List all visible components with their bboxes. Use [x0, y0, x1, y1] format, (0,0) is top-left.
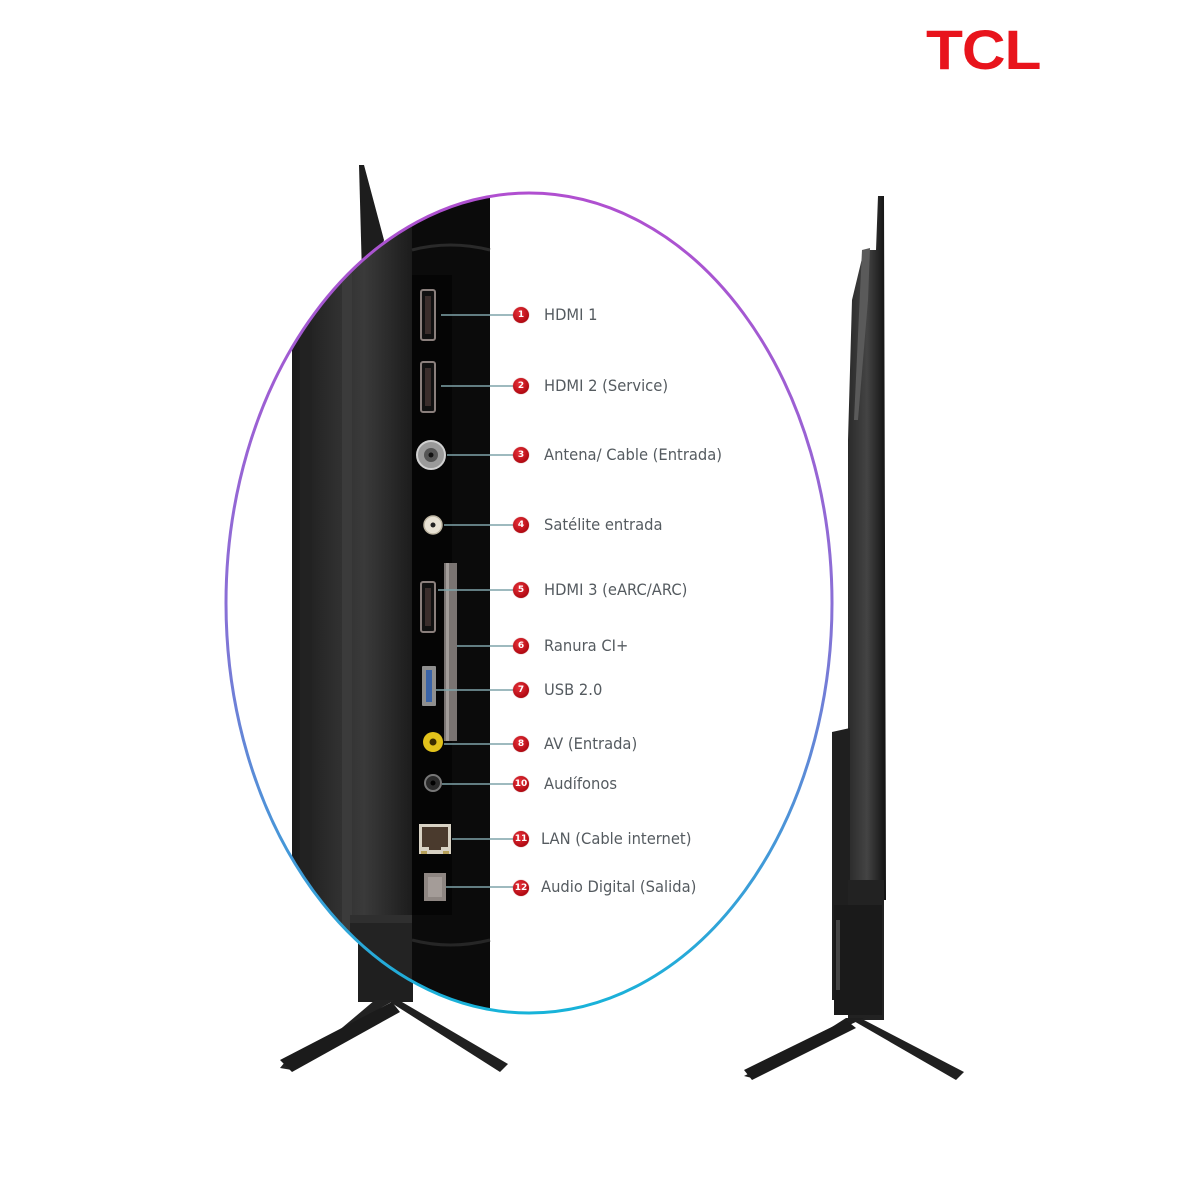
- port-label: USB 2.0: [544, 680, 603, 699]
- port-number-badge: 7: [513, 682, 529, 698]
- right-tv-profile: [744, 196, 964, 1080]
- port-label: LAN (Cable internet): [541, 829, 692, 848]
- ci-slot-icon: [444, 563, 457, 741]
- port-number-badge: 12: [513, 880, 529, 896]
- port-number-badge: 1: [513, 307, 529, 323]
- tcl-logo: TCL: [926, 18, 1041, 81]
- closeup-port-panel: [292, 193, 491, 1013]
- port-label: Audio Digital (Salida): [541, 877, 697, 896]
- port-label: Audífonos: [544, 774, 618, 793]
- headphone-port-icon: [424, 774, 442, 792]
- hdmi-port-icon: [420, 581, 436, 633]
- callout-ring: [224, 191, 834, 1015]
- port-number-badge: 10: [513, 776, 529, 792]
- hdmi-port-icon: [420, 361, 436, 413]
- port-number-badge: 11: [513, 831, 529, 847]
- port-number-badge: 4: [513, 517, 529, 533]
- port-label: Ranura CI+: [544, 636, 629, 655]
- lan-port-icon: [419, 824, 451, 854]
- av-port-icon: [423, 732, 443, 752]
- port-number-badge: 3: [513, 447, 529, 463]
- port-label: Satélite entrada: [544, 515, 663, 534]
- usb-port-icon: [422, 666, 436, 706]
- port-number-badge: 5: [513, 582, 529, 598]
- port-number-badge: 8: [513, 736, 529, 752]
- optical-port-icon: [424, 873, 446, 901]
- port-label: AV (Entrada): [544, 734, 638, 753]
- port-label: HDMI 1: [544, 305, 598, 324]
- hdmi-port-icon: [420, 289, 436, 341]
- port-label: HDMI 2 (Service): [544, 376, 669, 395]
- leader-lines: [436, 314, 514, 888]
- port-number-badge: 2: [513, 378, 529, 394]
- port-label: Antena/ Cable (Entrada): [544, 445, 723, 464]
- satellite-port-icon: [423, 515, 443, 535]
- antenna-port-icon: [416, 440, 446, 470]
- port-label: HDMI 3 (eARC/ARC): [544, 580, 688, 599]
- port-number-badge: 6: [513, 638, 529, 654]
